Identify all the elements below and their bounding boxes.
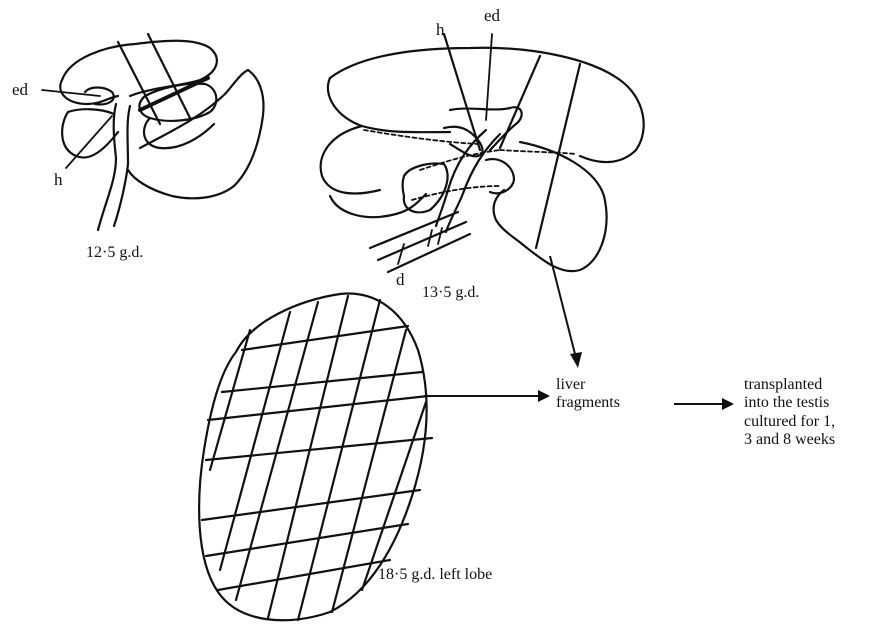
arrow-to-transplant (674, 398, 734, 410)
liver-fragments-label: liver fragments (556, 376, 620, 413)
label-ed-13-5: ed (484, 6, 500, 26)
arrow-to-fragments-from-lobe (424, 390, 550, 402)
transplant-description: transplanted into the testis cultured fo… (744, 376, 835, 450)
label-h-13-5: h (436, 20, 445, 40)
transplant-line-1: transplanted (744, 376, 835, 394)
caption-18-5-gd-left-lobe: 18·5 g.d. left lobe (378, 566, 492, 584)
label-ed-12-5: ed (12, 80, 28, 100)
label-d: d (396, 270, 405, 290)
transplant-line-4: 3 and 8 weeks (744, 431, 835, 449)
caption-12-5-gd: 12·5 g.d. (86, 244, 143, 262)
liver-12-5-drawing (42, 34, 263, 230)
transplant-line-2: into the testis (744, 394, 835, 412)
label-h-12-5: h (54, 170, 63, 190)
arrow-to-fragments-from-13-5 (550, 256, 582, 368)
liver-13-5-drawing (321, 34, 644, 272)
liver-fragments-line-1: liver (556, 376, 620, 394)
caption-13-5-gd: 13·5 g.d. (422, 284, 479, 302)
transplant-line-3: cultured for 1, (744, 413, 835, 431)
liver-fragments-line-2: fragments (556, 394, 620, 412)
